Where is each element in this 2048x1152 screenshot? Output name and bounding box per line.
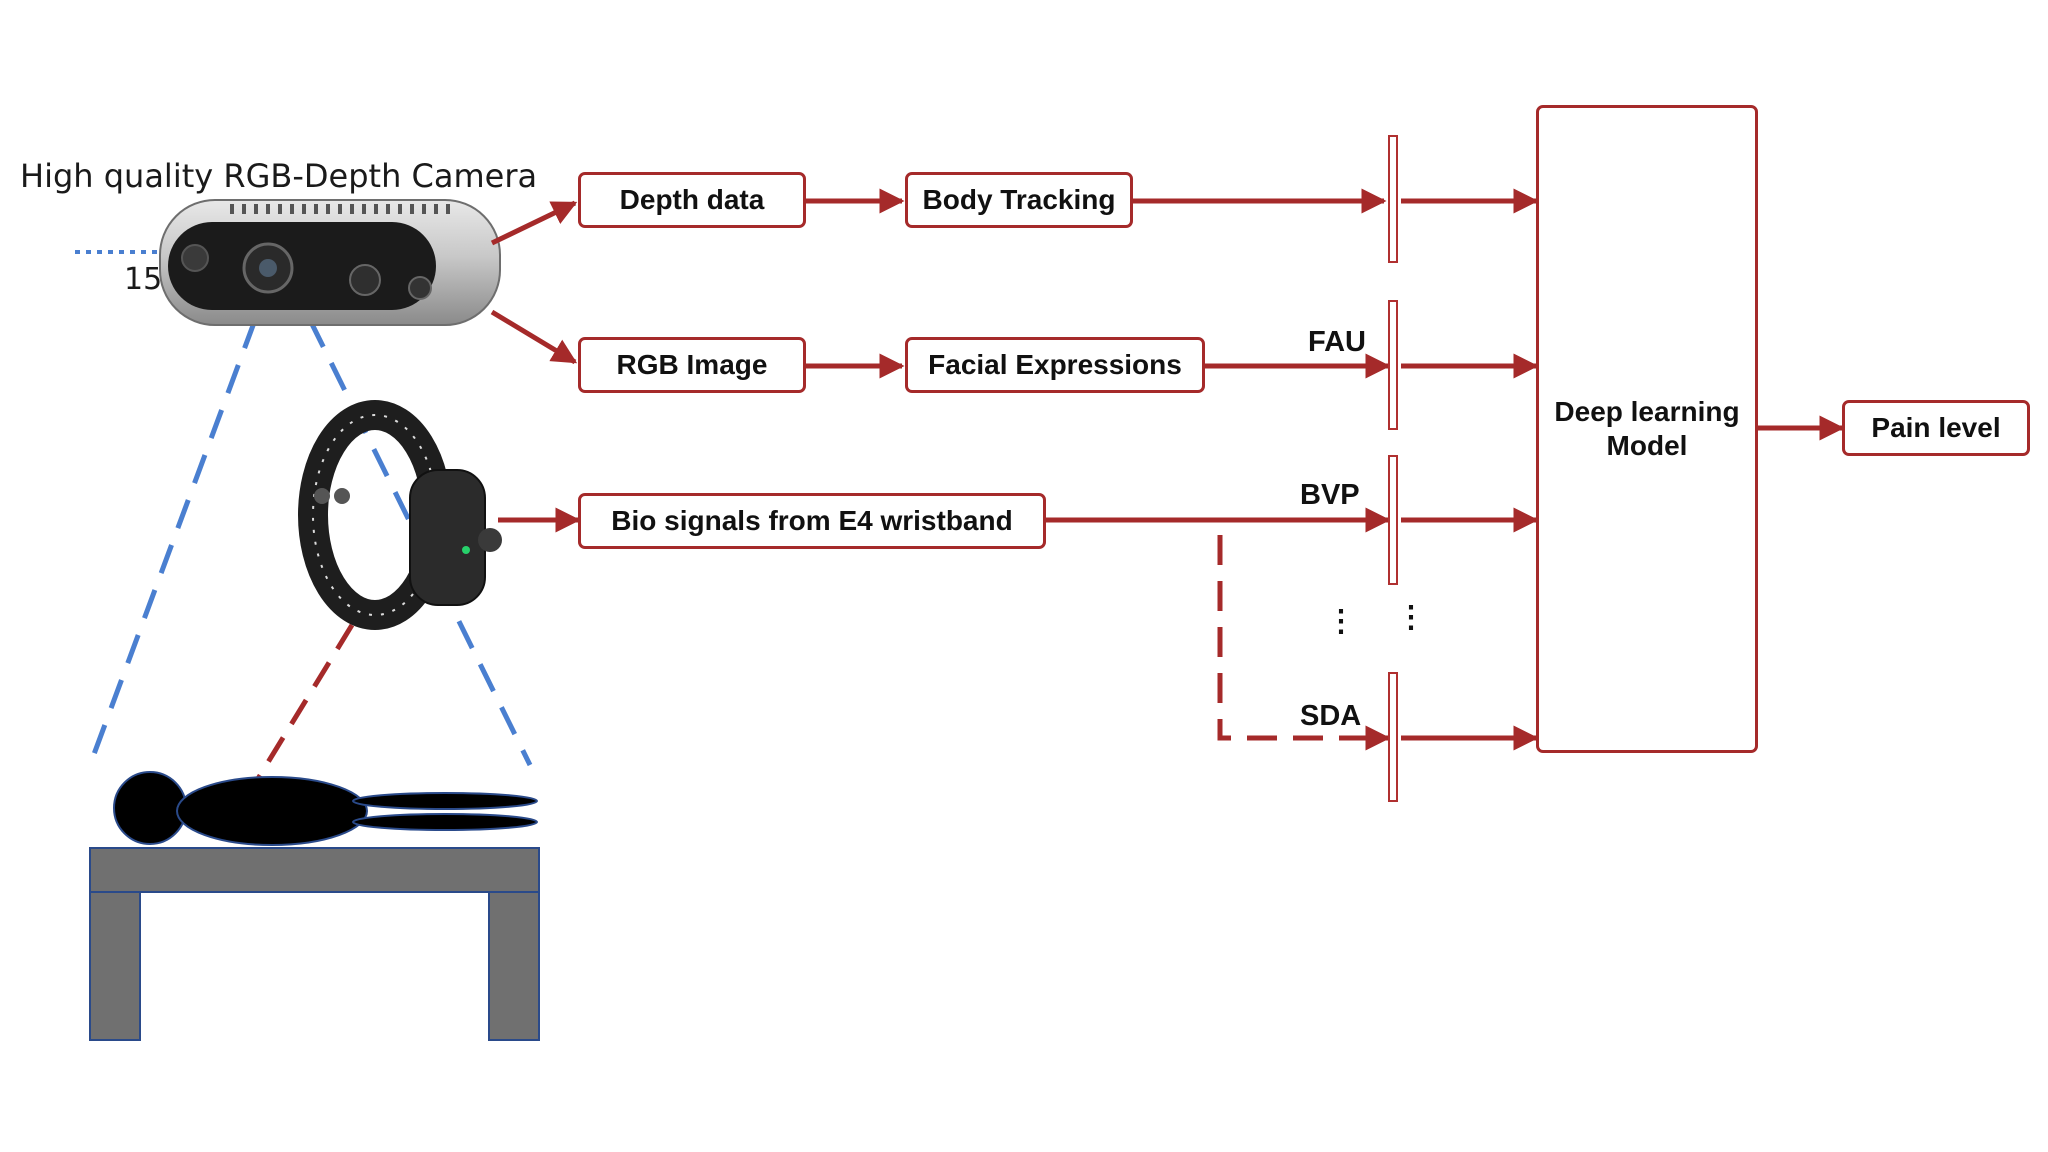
camera-title: High quality RGB-Depth Camera [20,157,538,195]
wristband-to-patient-line [245,623,355,797]
node-deep-learning-model: Deep learning Model [1536,105,1758,753]
node-pain-level: Pain level [1842,400,2030,456]
signal-label-fau: FAU [1308,326,1366,358]
camera-angle-label: 15 [124,262,163,297]
node-body-tracking: Body Tracking [905,172,1133,228]
bed-icon [89,847,540,1041]
signal-label-sda: SDA [1300,700,1362,732]
node-bio-signals: Bio signals from E4 wristband [578,493,1046,549]
ellipsis-right: ⋮ [1396,601,1426,634]
arrow-camera-to-depth [490,200,578,246]
feature-bar-1 [1388,135,1398,263]
arrow-camera-to-rgb [490,309,578,365]
feature-bar-2 [1388,300,1398,430]
signal-label-bvp: BVP [1300,479,1360,511]
patient-silhouette [113,771,538,846]
node-facial-expressions: Facial Expressions [905,337,1205,393]
rgb-depth-camera-icon [159,199,501,326]
e4-wristband-icon [298,400,502,630]
feature-bar-4 [1388,672,1398,802]
feature-bar-3 [1388,455,1398,585]
arrow-bio-to-sda [1217,535,1391,751]
node-depth-data: Depth data [578,172,806,228]
node-rgb-image: RGB Image [578,337,806,393]
ellipsis-left: ⋮ [1326,605,1356,638]
